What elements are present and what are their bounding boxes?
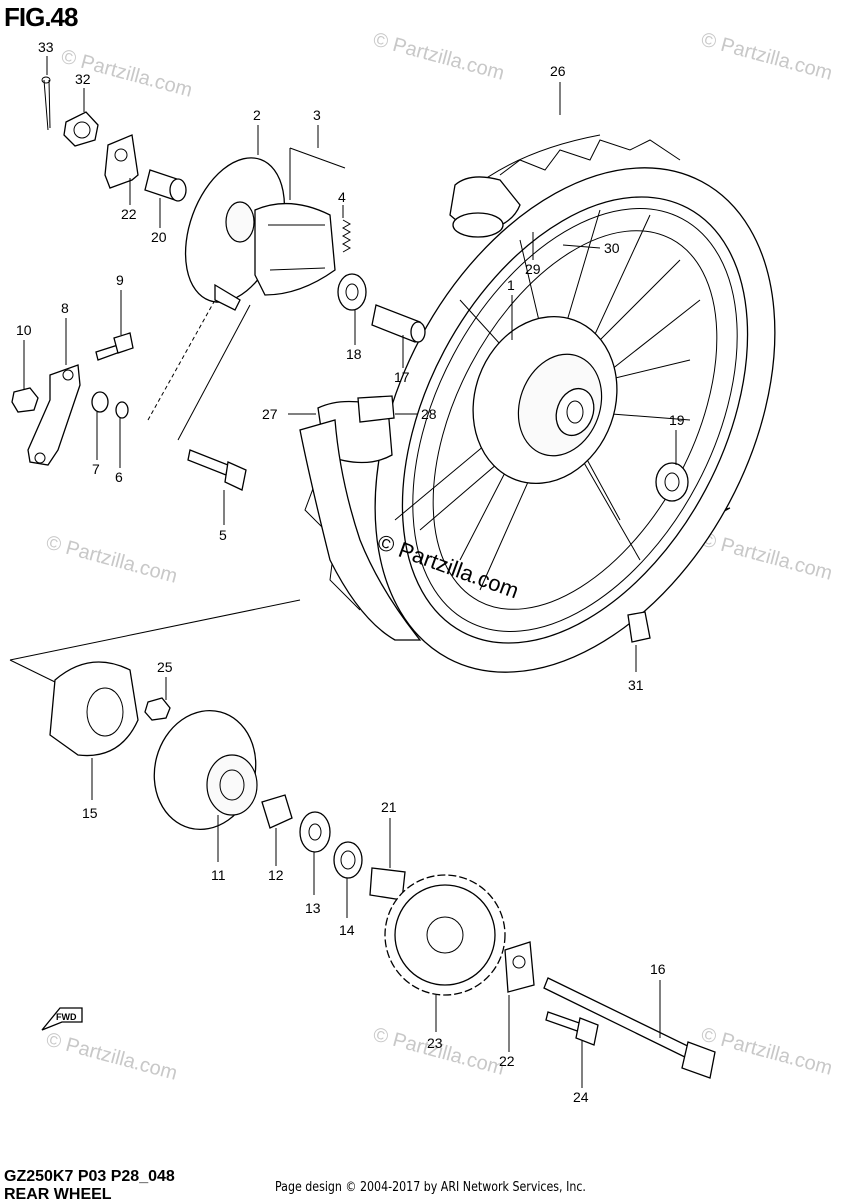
bearing-part-19[interactable]	[655, 462, 689, 502]
fwd-arrow: FWD	[41, 1007, 83, 1031]
callout-30[interactable]: 30	[604, 240, 620, 256]
sprocket-drum-part-11[interactable]	[141, 699, 269, 841]
callout-33[interactable]: 33	[38, 39, 54, 55]
oil-seal-part-14[interactable]	[333, 841, 363, 879]
washer-part-7[interactable]	[91, 391, 109, 413]
bolt-part-24[interactable]	[545, 1011, 599, 1046]
callout-1[interactable]: 1	[507, 277, 515, 293]
bolt-part-9[interactable]	[95, 332, 134, 361]
callout-26[interactable]: 26	[550, 63, 566, 79]
callout-15[interactable]: 15	[82, 805, 98, 821]
brake-arm-part-8[interactable]	[27, 364, 81, 466]
callout-labels: 33 32 22 20 2 3 4 9 8 10 7 6 5 18 17 26 …	[16, 39, 685, 1105]
callout-16[interactable]: 16	[650, 961, 666, 977]
valve-cap-part-31[interactable]	[627, 611, 651, 643]
callout-17[interactable]: 17	[394, 369, 410, 385]
callout-2[interactable]: 2	[253, 107, 261, 123]
callout-8[interactable]: 8	[61, 300, 69, 316]
spacer-part-20[interactable]	[144, 169, 187, 202]
watermark: © Partzilla.com	[371, 1024, 507, 1080]
leader-lines	[23, 56, 677, 1088]
spacer-part-17[interactable]	[371, 304, 426, 343]
wheel-hub-part-1[interactable]	[450, 296, 640, 504]
page-credit: Page design © 2004-2017 by ARI Network S…	[275, 1180, 586, 1195]
callout-28[interactable]: 28	[421, 406, 437, 422]
bearing-part-13[interactable]	[299, 811, 331, 853]
callout-13[interactable]: 13	[305, 900, 321, 916]
brake-cam-part-5[interactable]	[187, 449, 247, 491]
callout-9[interactable]: 9	[116, 272, 124, 288]
bracket-part-22a[interactable]	[104, 134, 139, 189]
spacer-part-12[interactable]	[261, 794, 293, 829]
section-name: REAR WHEEL	[4, 1186, 112, 1203]
axle-part-16[interactable]	[543, 977, 716, 1079]
damper-part-15[interactable]	[49, 661, 139, 757]
sprocket-part-23[interactable]	[384, 874, 506, 996]
brake-shoe-part-3[interactable]	[254, 202, 336, 296]
callout-12[interactable]: 12	[268, 867, 284, 883]
bracket-part-22b[interactable]	[504, 941, 535, 993]
callout-14[interactable]: 14	[339, 922, 355, 938]
callout-4[interactable]: 4	[338, 189, 346, 205]
watermark: © Partzilla.com	[699, 529, 835, 585]
callout-3[interactable]: 3	[313, 107, 321, 123]
bearing-part-18[interactable]	[337, 273, 367, 311]
callout-20[interactable]: 20	[151, 229, 167, 245]
callout-25[interactable]: 25	[157, 659, 173, 675]
spring-part-4[interactable]	[341, 219, 352, 253]
callout-29[interactable]: 29	[525, 261, 541, 277]
callout-6[interactable]: 6	[115, 469, 123, 485]
o-ring-part-6[interactable]	[115, 401, 129, 419]
watermark: © Partzilla.com	[371, 29, 507, 85]
callout-11[interactable]: 11	[211, 867, 226, 883]
nut-part-10[interactable]	[11, 387, 39, 413]
callout-19[interactable]: 19	[669, 412, 685, 428]
model-code: GZ250K7 P03 P28_048	[4, 1168, 175, 1185]
callout-18[interactable]: 18	[346, 346, 362, 362]
callout-22b[interactable]: 22	[499, 1053, 515, 1069]
callout-24[interactable]: 24	[573, 1089, 589, 1105]
callout-23[interactable]: 23	[427, 1035, 443, 1051]
callout-5[interactable]: 5	[219, 527, 227, 543]
nut-part-25[interactable]	[144, 697, 171, 721]
cotter-pin-part-33[interactable]	[41, 76, 51, 131]
watermark: © Partzilla.com	[699, 1024, 835, 1080]
callout-7[interactable]: 7	[92, 461, 100, 477]
callout-27[interactable]: 27	[262, 406, 278, 422]
axle-nut-part-32[interactable]	[63, 111, 99, 147]
watermark: © Partzilla.com	[44, 532, 180, 588]
inner-tube-part-29[interactable]	[449, 176, 521, 238]
watermark: © Partzilla.com	[44, 1029, 180, 1085]
callout-10[interactable]: 10	[16, 322, 32, 338]
callout-32[interactable]: 32	[75, 71, 91, 87]
callout-31[interactable]: 31	[628, 677, 644, 693]
watermark: © Partzilla.com	[699, 29, 835, 85]
callout-21[interactable]: 21	[381, 799, 397, 815]
fwd-label: FWD	[56, 1012, 77, 1022]
tube-valve-part-28[interactable]	[357, 395, 395, 423]
figure-title: FIG.48	[4, 2, 78, 32]
callout-22[interactable]: 22	[121, 206, 137, 222]
